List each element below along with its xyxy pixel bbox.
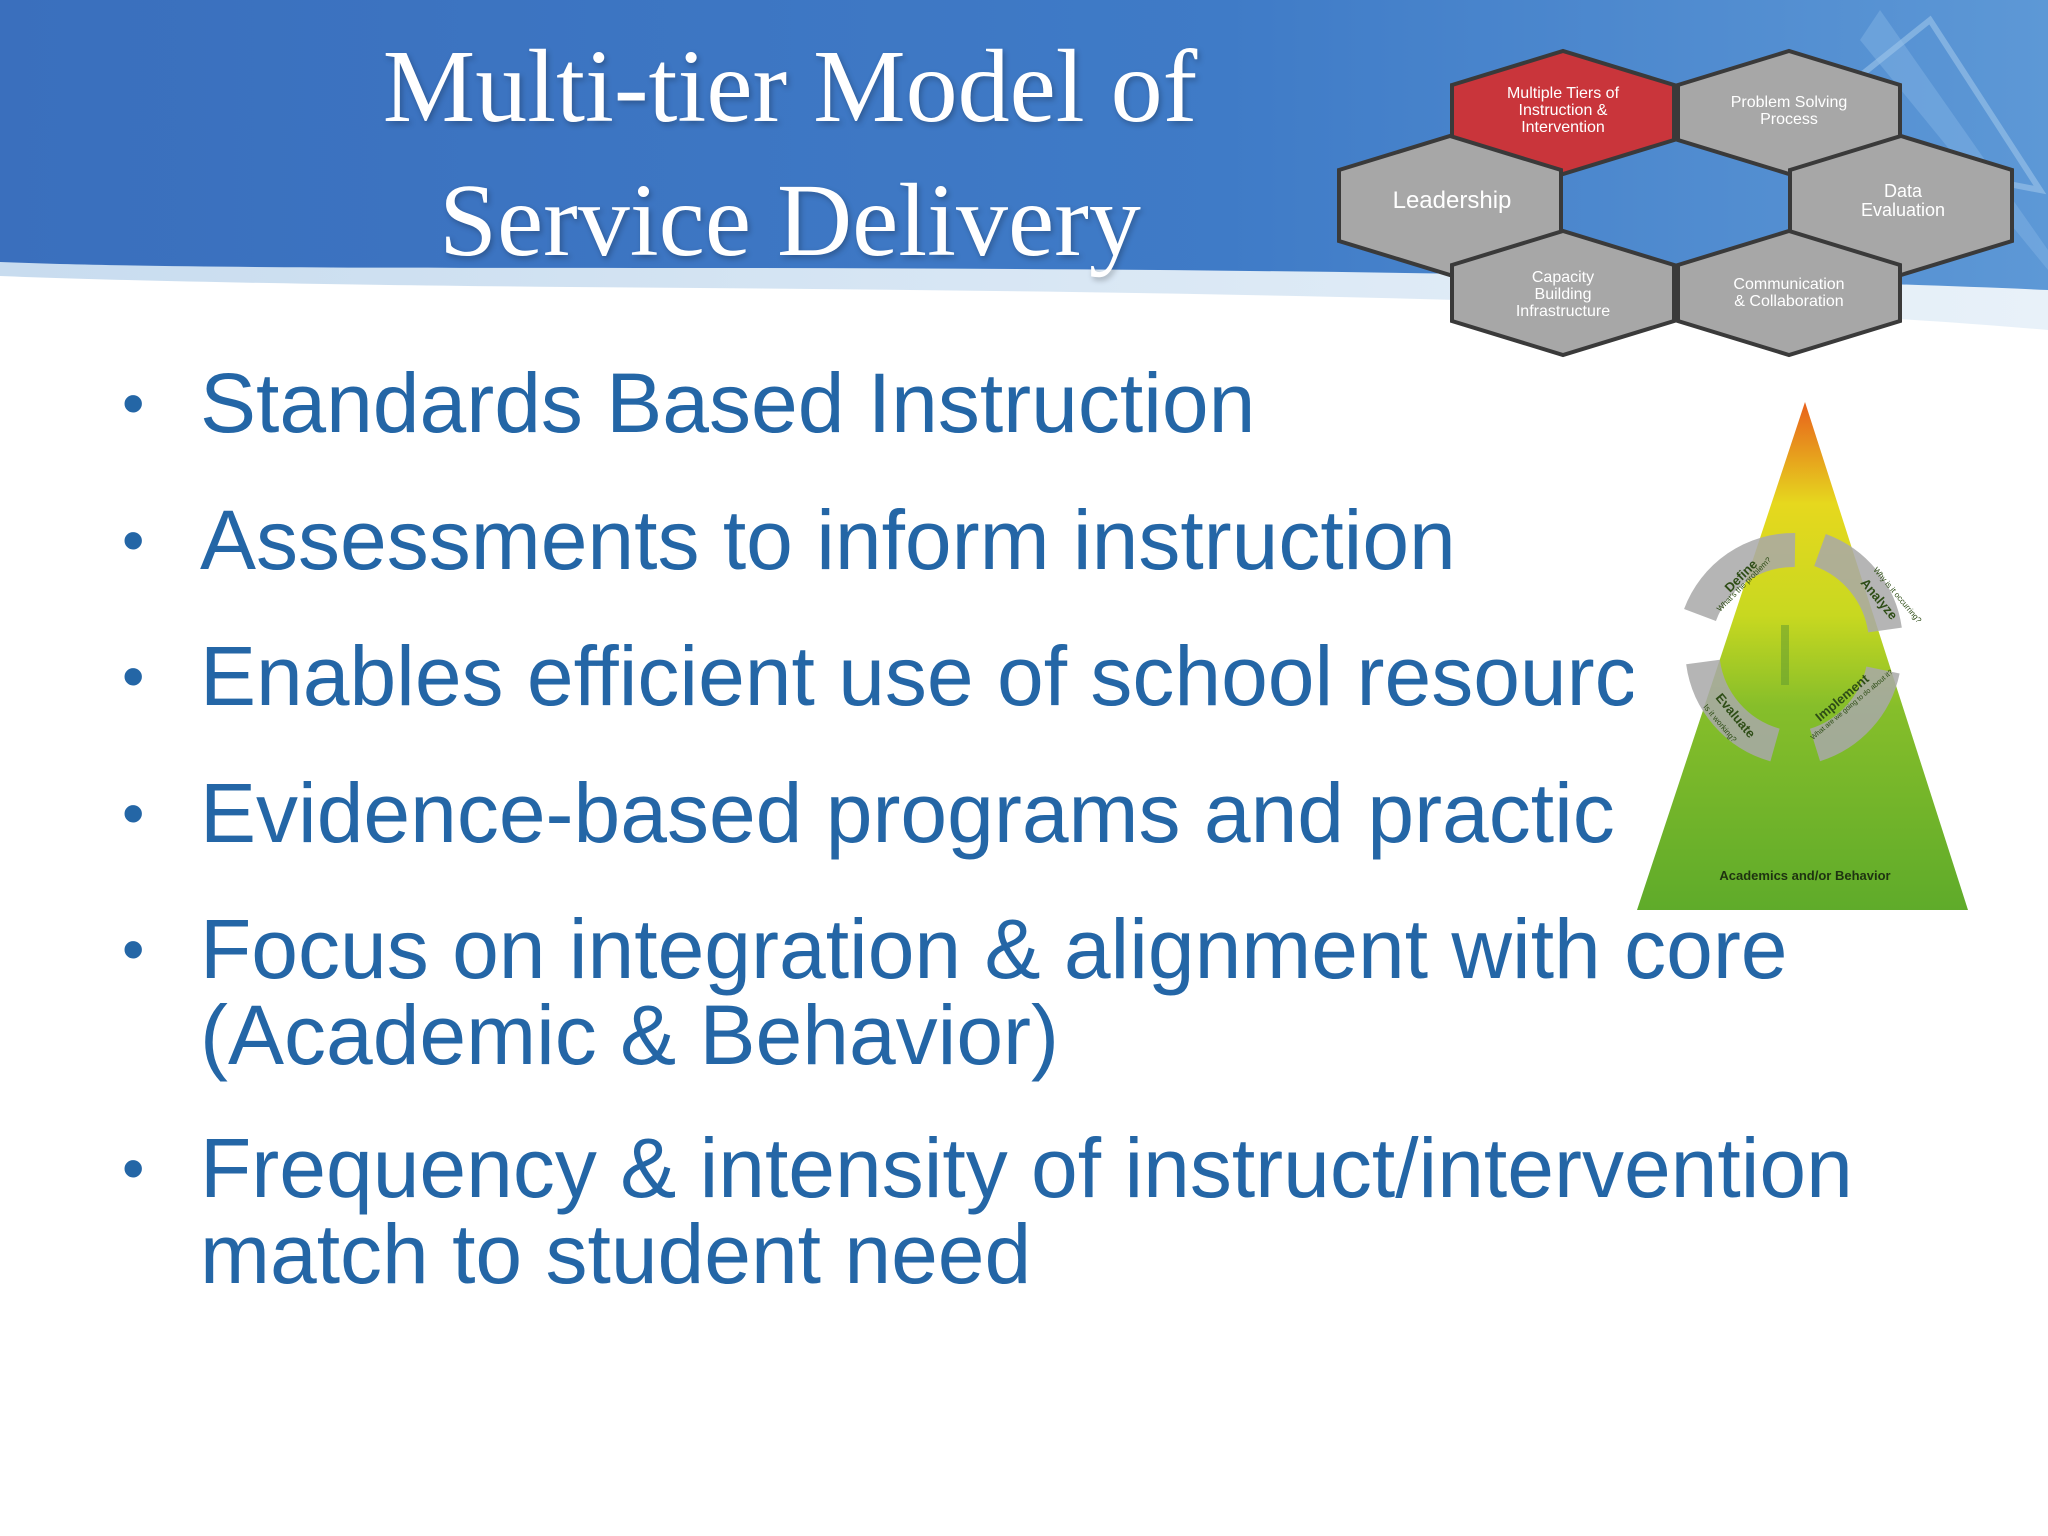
bullet-text: Frequency & intensity of instruct/interv…	[200, 1121, 1853, 1215]
bullet-item: • Standards Based Instruction	[122, 356, 1960, 450]
bullet-text: Standards Based Instruction	[200, 356, 1256, 450]
bullet-text: Evidence-based programs and practic	[200, 766, 1615, 860]
bullet-dot: •	[122, 367, 145, 439]
hex-label-line: Capacity	[1532, 269, 1594, 286]
hex-label-line: Process	[1760, 111, 1818, 128]
slide-title-line-2: Service Delivery	[439, 163, 1141, 278]
hex-label-line: Leadership	[1393, 187, 1512, 214]
hex-label-line: Intervention	[1521, 119, 1605, 136]
bullet-item: • Frequency & intensity of instruct/inte…	[122, 1121, 1960, 1301]
hex-label-line: & Collaboration	[1734, 293, 1843, 310]
hex-label-line: Evaluation	[1861, 200, 1945, 220]
bullet-text-continuation: (Academic & Behavior)	[200, 988, 1059, 1082]
bullet-text: Assessments to inform instruction	[200, 493, 1456, 587]
hex-label-line: Infrastructure	[1516, 303, 1610, 320]
hex-label-line: Multiple Tiers of	[1507, 85, 1620, 102]
bullet-item: • Focus on integration & alignment with …	[122, 902, 1960, 1082]
problem-solving-cycle	[1684, 532, 1902, 762]
hex-cell-capacity: Capacity Building Infrastructure	[1450, 228, 1676, 358]
tiered-pyramid: Define What's the problem? Analyze Why i…	[1637, 402, 1968, 910]
bullet-dot: •	[122, 640, 145, 712]
slide-title: Multi-tier Model of Service Delivery	[240, 20, 1340, 288]
bullet-item: • Assessments to inform instruction	[122, 493, 1960, 587]
bullet-item: • Evidence-based programs and practic	[122, 766, 1960, 860]
hex-label-line: Problem Solving	[1731, 94, 1848, 111]
pyramid-caption: Academics and/or Behavior	[1719, 868, 1890, 883]
bullet-item: • Enables efficient use of school resour…	[122, 629, 1960, 723]
hex-label-line: Communication	[1733, 276, 1844, 293]
bullet-text: Enables efficient use of school resourc	[200, 629, 1637, 723]
hex-label-line: Building	[1535, 286, 1592, 303]
hex-cell-tiers: Multiple Tiers of Instruction & Interven…	[1450, 48, 1676, 177]
hex-label-line: Data	[1884, 181, 1923, 201]
hexagon-diagram: Multiple Tiers of Instruction & Interven…	[1337, 48, 2014, 358]
bullet-dot: •	[122, 913, 145, 985]
bullet-dot: •	[122, 1132, 145, 1204]
hex-cell-communication: Communication & Collaboration	[1676, 228, 1902, 358]
hex-label-line: Instruction &	[1519, 102, 1608, 119]
slide-title-line-1: Multi-tier Model of	[382, 29, 1198, 144]
bullet-text: Focus on integration & alignment with co…	[200, 902, 1788, 996]
bullet-text-continuation: match to student need	[200, 1207, 1032, 1301]
bullet-dot: •	[122, 504, 145, 576]
pyramid-triangle	[1637, 402, 1968, 910]
bullet-dot: •	[122, 777, 145, 849]
